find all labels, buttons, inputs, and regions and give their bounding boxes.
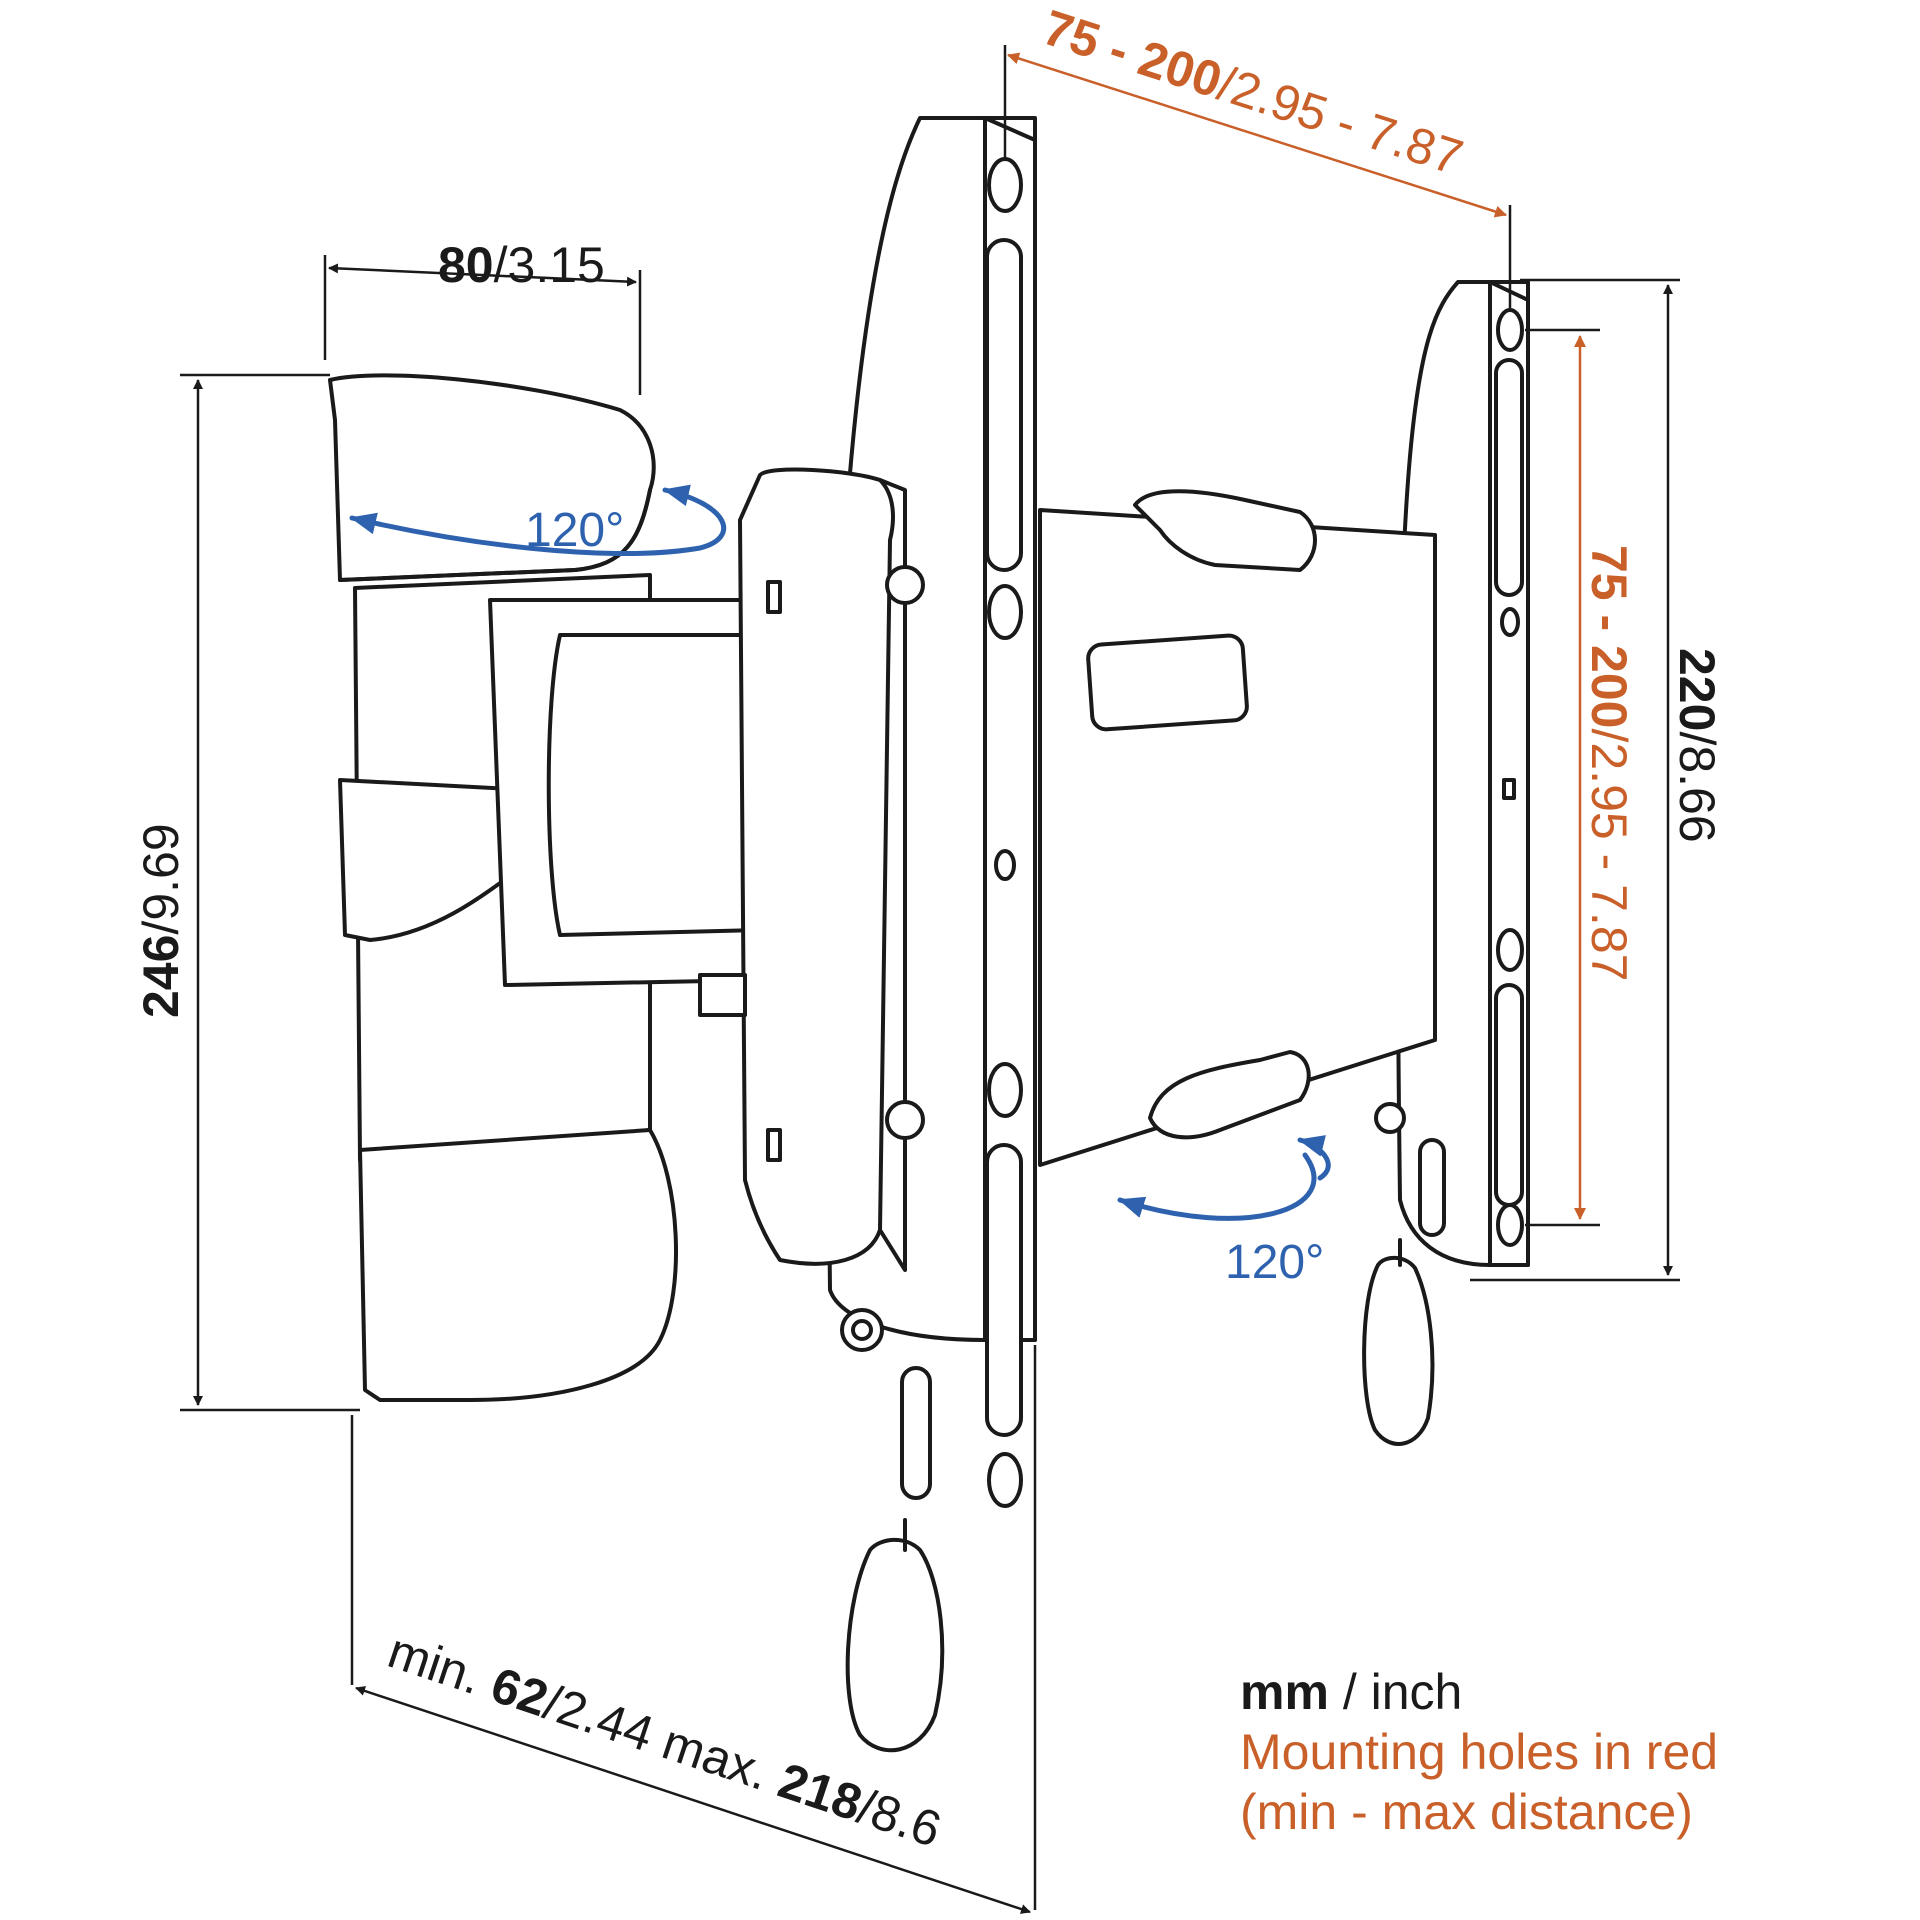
wall-plate-slot (985, 1143, 1023, 1437)
legend-mounting-holes: Mounting holes in red (1240, 1724, 1719, 1780)
wall-plate-slot (900, 1366, 932, 1500)
rotation-arrows (349, 484, 1331, 1221)
wall-plate-hole (987, 1062, 1023, 1118)
mount-illustration (328, 116, 1530, 1753)
safety-tag-left (845, 1537, 945, 1753)
legend-unit-mm: mm (1240, 1664, 1329, 1720)
legend: mm / inch Mounting holes in red (min - m… (1240, 1662, 1718, 1842)
rotation-arrow-lower-up (1297, 1135, 1331, 1181)
legend-min-max: (min - max distance) (1240, 1784, 1693, 1840)
legend-unit-inch: / inch (1328, 1664, 1463, 1720)
tv-plate-hole (1500, 607, 1520, 637)
wall-plate-slot (985, 238, 1023, 572)
dimension-label-left-height: 246/9.69 (133, 823, 189, 1018)
dimension-label-plate-height: 220/8.66 (1669, 648, 1725, 843)
bottom-hinge-cap (358, 1128, 678, 1402)
tv-plate-slot (1494, 983, 1524, 1207)
dimension-label-hole-vertical: 75 - 200/2.95 - 7.87 (1581, 545, 1637, 981)
rotation-label-lower: 120° (1225, 1236, 1324, 1289)
screw-icon (885, 565, 925, 605)
legend-units: mm / inch (1240, 1662, 1718, 1722)
rotation-arrow-upper-right (662, 484, 727, 551)
wall-plate-hole (987, 1452, 1023, 1508)
tv-plate-slot (1494, 358, 1524, 597)
screw-icon (885, 1100, 925, 1140)
wall-plate-hole (994, 849, 1016, 881)
dimension-label-top-width: 80/3.15 (438, 237, 605, 293)
dimension-arrow-top-width (328, 263, 637, 287)
tv-plate-hole (1496, 308, 1524, 352)
wall-plate-hole (987, 157, 1023, 213)
arm-front-pivot (738, 467, 895, 1266)
dimension-arrow-hole-horizontal (1007, 52, 1507, 218)
tv-plate-hole (1496, 1203, 1524, 1247)
dimension-lines (180, 45, 1680, 1914)
screw-icon (1374, 1102, 1406, 1134)
rotation-arrow-upper-left (349, 512, 703, 556)
rotation-arrow-lower (1117, 1152, 1317, 1221)
safety-tag-right (1362, 1255, 1435, 1446)
hole-dimension-lines (1007, 52, 1600, 1227)
dimension-arrow-depth (355, 1686, 1031, 1914)
tv-plate-hole (1496, 928, 1524, 972)
rotation-label-upper: 120° (525, 504, 624, 557)
tv-plate-slot (1418, 1138, 1446, 1237)
wall-plate-hole (987, 584, 1023, 640)
dimension-label-hole-horizontal: 75 - 200/2.95 - 7.87 (1037, 0, 1470, 186)
cross-plate (1038, 489, 1437, 1167)
